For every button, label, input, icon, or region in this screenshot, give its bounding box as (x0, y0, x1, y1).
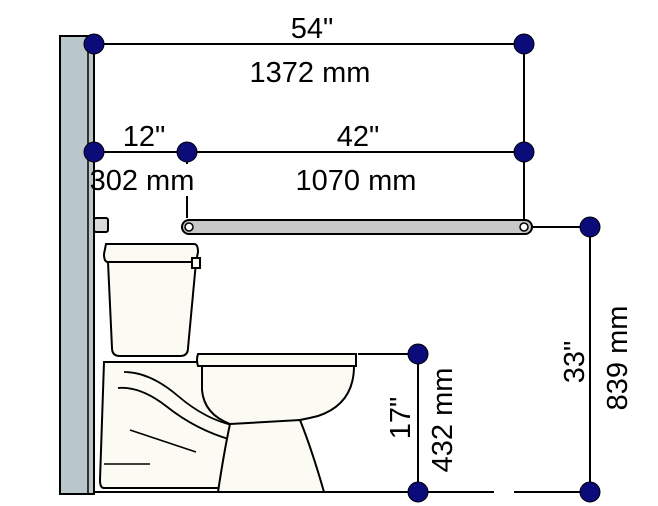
marker-bar-height-top (579, 216, 601, 238)
marker-seat-bottom (407, 481, 429, 503)
marker-top-right (513, 33, 535, 55)
marker-top-left (83, 33, 105, 55)
bar-height-imperial: 33" (559, 341, 591, 384)
tank (106, 261, 198, 357)
seat-height-imperial: 17" (385, 397, 417, 440)
overall-width-metric: 1372 mm (250, 57, 371, 89)
toilet-seat (196, 353, 357, 367)
overall-width-dimension (94, 43, 525, 152)
dimension-markers (83, 33, 601, 503)
seat-height-metric: 432 mm (427, 368, 459, 473)
bar-height-metric: 839 mm (602, 306, 634, 411)
marker-seat-top (407, 343, 429, 365)
grab-bar (181, 219, 533, 235)
toilet (93, 217, 357, 493)
bar-length-imperial: 42" (337, 121, 380, 153)
tank-handle (191, 257, 201, 269)
wall (59, 35, 95, 495)
overall-width-imperial: 54" (291, 13, 334, 45)
toilet-pedestal (216, 418, 326, 493)
toilet-bowl (201, 365, 356, 426)
marker-bar-height-bottom (579, 481, 601, 503)
wall-to-bar-imperial: 12" (123, 121, 166, 153)
marker-mid-right (513, 141, 535, 163)
tank-lid (102, 243, 200, 263)
flush-lever-icon (93, 217, 109, 233)
marker-mid-bar-start (176, 141, 198, 163)
bar-length-metric: 1070 mm (296, 165, 417, 197)
wall-to-bar-metric: 302 mm (90, 165, 195, 197)
marker-mid-left (83, 141, 105, 163)
